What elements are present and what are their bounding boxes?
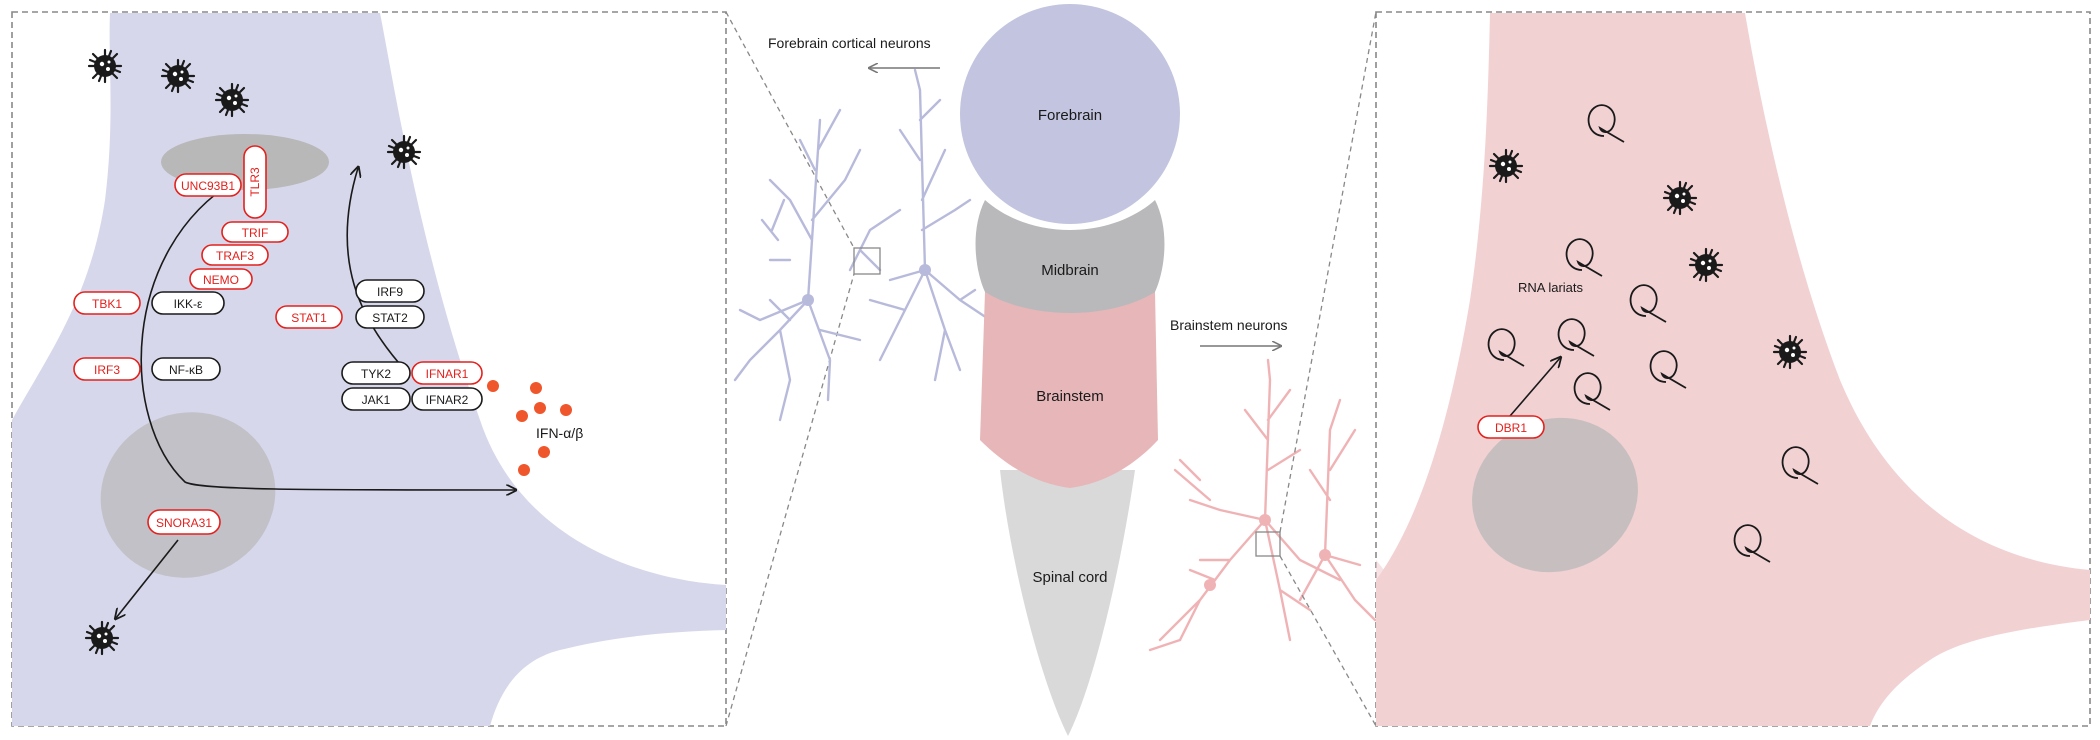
left-panel: IFN-α/β UNC93B1 TLR3 TRIF TRAF3 NEMO TBK… xyxy=(11,11,727,727)
svg-text:TYK2: TYK2 xyxy=(361,367,391,381)
spinal-cord xyxy=(1000,470,1135,736)
forebrain xyxy=(960,4,1180,224)
protein-irf9: IRF9 xyxy=(355,279,425,303)
virus-icon xyxy=(1772,334,1808,370)
protein-unc93b1: UNC93B1 xyxy=(174,173,242,197)
rna-lariats-label: RNA lariats xyxy=(1518,280,1584,295)
nucleus xyxy=(1472,417,1638,573)
protein-nfkb: NF-κB xyxy=(151,357,221,381)
zoom-box xyxy=(1255,531,1281,557)
zoom-line xyxy=(1279,555,1377,727)
brainstem-label: Brainstem xyxy=(1036,388,1104,405)
svg-text:JAK1: JAK1 xyxy=(362,393,391,407)
virus-icon xyxy=(386,134,422,170)
svg-text:SNORA31: SNORA31 xyxy=(156,516,212,530)
protein-irf3: IRF3 xyxy=(73,357,141,381)
protein-tyk2: TYK2 xyxy=(341,361,411,385)
svg-text:IRF9: IRF9 xyxy=(377,285,403,299)
svg-text:TRAF3: TRAF3 xyxy=(216,249,254,263)
svg-text:NF-κB: NF-κB xyxy=(169,363,203,377)
virus-icon xyxy=(1488,148,1524,184)
svg-text:NEMO: NEMO xyxy=(203,273,239,287)
forebrain-neuron-illustration xyxy=(733,68,992,422)
svg-text:TRIF: TRIF xyxy=(242,226,269,240)
snora31-arrow xyxy=(116,539,179,618)
protein-snora31: SNORA31 xyxy=(147,509,221,535)
protein-nemo: NEMO xyxy=(189,268,253,290)
svg-text:IFNAR1: IFNAR1 xyxy=(426,367,469,381)
virus-icon xyxy=(1662,180,1698,216)
right-panel: RNA lariats DBR1 xyxy=(1375,11,2091,727)
ifn-dots xyxy=(487,380,572,476)
brainstem-neurons-label: Brainstem neurons xyxy=(1170,317,1288,333)
brain-schematic: Forebrain Midbrain Brainstem Spinal cord xyxy=(960,4,1180,736)
brainstem-neuron-illustration xyxy=(1148,358,1377,652)
brainstem xyxy=(980,292,1158,488)
spinal-cord-label: Spinal cord xyxy=(1032,569,1107,586)
dbr1-arrow xyxy=(1509,358,1560,417)
signaling-arrow xyxy=(140,179,515,490)
svg-text:STAT2: STAT2 xyxy=(372,311,408,325)
svg-text:TLR3: TLR3 xyxy=(248,167,262,197)
protein-ifnar1: IFNAR1 xyxy=(411,361,483,385)
svg-text:DBR1: DBR1 xyxy=(1495,421,1527,435)
midbrain-label: Midbrain xyxy=(1041,262,1099,279)
ifn-label: IFN-α/β xyxy=(536,425,583,441)
virus-icon xyxy=(214,82,250,118)
nucleus xyxy=(100,412,276,578)
forebrain-label: Forebrain xyxy=(1038,107,1102,124)
zoom-line xyxy=(1279,11,1377,533)
protein-traf3: TRAF3 xyxy=(201,244,269,266)
virus-icon xyxy=(1688,247,1724,283)
protein-ikke: IKK-ε xyxy=(151,291,225,315)
protein-stat1: STAT1 xyxy=(275,305,343,329)
svg-text:IKK-ε: IKK-ε xyxy=(174,297,203,311)
svg-text:STAT1: STAT1 xyxy=(291,311,327,325)
svg-text:UNC93B1: UNC93B1 xyxy=(181,179,235,193)
svg-text:TBK1: TBK1 xyxy=(92,297,122,311)
forebrain-neurons-label: Forebrain cortical neurons xyxy=(768,35,931,51)
midbrain xyxy=(975,200,1165,313)
virus-icon xyxy=(160,58,196,94)
svg-text:IRF3: IRF3 xyxy=(94,363,120,377)
protein-stat2: STAT2 xyxy=(355,305,425,329)
zoom-line xyxy=(725,273,855,727)
virus-icon xyxy=(87,48,123,84)
protein-trif: TRIF xyxy=(221,221,289,243)
svg-text:IFNAR2: IFNAR2 xyxy=(426,393,469,407)
protein-ifnar2: IFNAR2 xyxy=(411,387,483,411)
feedback-arrow xyxy=(346,168,406,371)
protein-jak1: JAK1 xyxy=(341,387,411,411)
protein-tbk1: TBK1 xyxy=(73,291,141,315)
zoom-box xyxy=(853,247,881,275)
virus-icon xyxy=(84,620,120,656)
protein-dbr1: DBR1 xyxy=(1477,415,1545,439)
protein-tlr3: TLR3 xyxy=(243,145,267,219)
